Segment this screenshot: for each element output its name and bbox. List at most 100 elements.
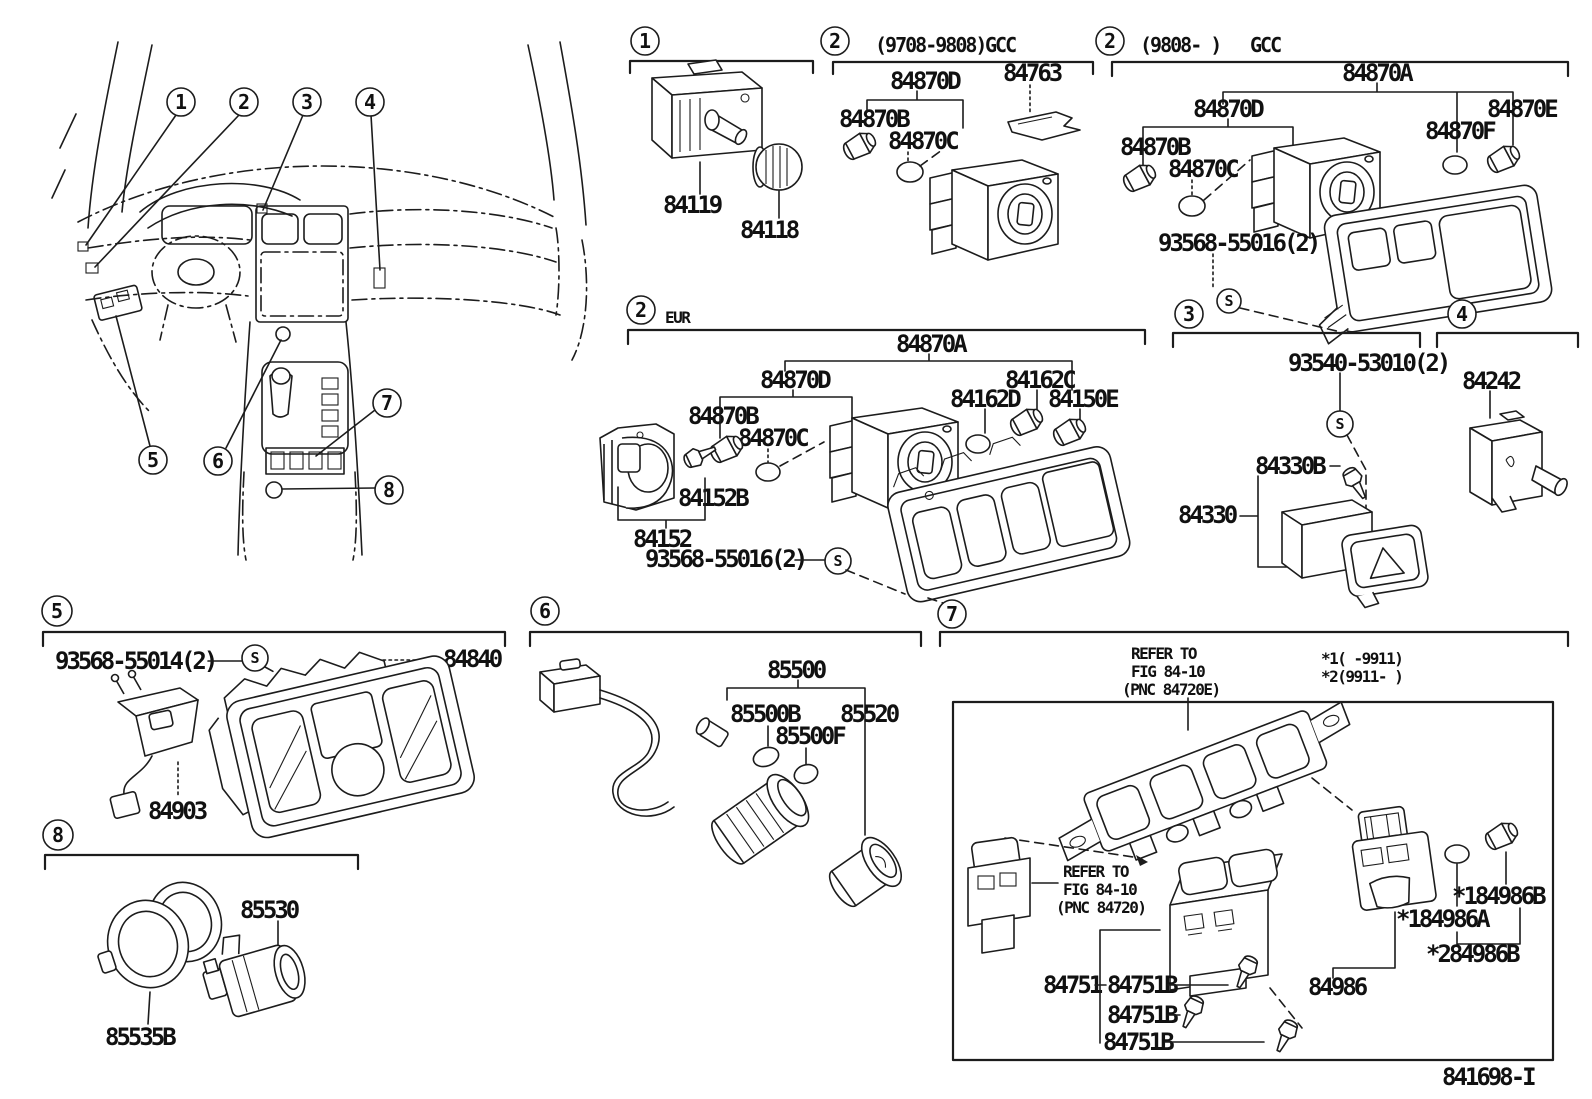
callout-2-label: 2 [238, 90, 250, 114]
bezel-84870A-gcc [1318, 184, 1553, 345]
dashboard-locator: 1 2 3 4 5 6 7 8 [51, 41, 588, 561]
switch-84751 [1169, 848, 1283, 997]
mirror-switch-gcc-early [929, 159, 1059, 261]
refer-left-line1: REFER TO [1063, 862, 1129, 881]
callout-5: 5 [138, 445, 168, 475]
part-84763: 84763 [1003, 59, 1062, 87]
socket-85530 [202, 934, 306, 1018]
part-93568-55016: 93568-55016(2) [1158, 229, 1318, 257]
callout-3: 3 [292, 87, 322, 117]
section-2a-market: GCC [985, 33, 1016, 57]
part-84870D: 84870D [1193, 95, 1264, 123]
part-85500: 85500 [767, 656, 827, 684]
part-84870C: 84870C [888, 127, 958, 155]
part-93568-55014: 93568-55014(2) [55, 647, 215, 675]
part-84242: 84242 [1462, 367, 1521, 395]
section-2e-market: EUR [665, 308, 691, 327]
callout-6: 6 [203, 446, 233, 476]
socket-85520 [828, 836, 903, 908]
callout-8-label: 8 [383, 478, 395, 502]
rear-switch [967, 836, 1031, 954]
part-84986A: *184986A [1396, 905, 1491, 933]
part-84870F: 84870F [1425, 117, 1496, 145]
screw-84751B-3 [1269, 1016, 1302, 1056]
section-2b-num: 2 [1104, 29, 1116, 53]
part-84870A: 84870A [1342, 59, 1414, 87]
note-star1: *1( -9911) [1321, 649, 1402, 668]
screw-symbol-s5: S [241, 644, 269, 672]
ring-85535B [97, 881, 223, 989]
part-85520: 85520 [840, 700, 900, 728]
part-85500B: 85500B [730, 700, 801, 728]
callout-1-label: 1 [175, 90, 187, 114]
lighter-85500 [539, 658, 810, 865]
part-84162D: 84162D [950, 385, 1021, 413]
note-star2: *2(9911- ) [1321, 667, 1402, 686]
refer-left-line3: (PNC 84720) [1056, 898, 1145, 917]
part-84150E: 84150E [1048, 385, 1118, 413]
part-84870D: 84870D [760, 366, 831, 394]
hazard-switch-84330 [1281, 499, 1429, 609]
part-84118: 84118 [740, 216, 799, 244]
section-6: 6 85500 85500B 85520 85500F [528, 596, 923, 908]
svg-text:S: S [250, 649, 259, 667]
refer-top-line2: FIG 84-10 [1131, 662, 1205, 681]
section-5: 5 93568-55014(2) S 84840 84903 [41, 595, 507, 839]
callout-1: 1 [166, 87, 196, 117]
callout-8: 8 [374, 475, 404, 505]
part-84870D: 84870D [890, 67, 961, 95]
section-1: 1 84119 84118 [628, 26, 815, 244]
callout-3-label: 3 [301, 90, 313, 114]
refer-top-line3: (PNC 84720E) [1122, 680, 1220, 699]
part-84152B: 84152B [678, 484, 749, 512]
section-2b-market: GCC [1250, 33, 1281, 57]
part-84903: 84903 [148, 797, 207, 825]
screw-symbol-s3: S [1326, 410, 1354, 438]
callout-2: 2 [229, 87, 259, 117]
screw-84330B [1338, 463, 1373, 504]
part-84870A: 84870A [896, 330, 968, 358]
part-85500F: 85500F [775, 722, 846, 750]
section-7-num: 7 [946, 602, 958, 626]
section-5-num: 5 [51, 599, 63, 623]
callout-7-label: 7 [381, 391, 393, 415]
refer-top-line1: REFER TO [1131, 644, 1197, 663]
section-2a-num: 2 [829, 29, 841, 53]
part-84119: 84119 [663, 191, 722, 219]
svg-text:S: S [833, 552, 842, 570]
callout-4: 4 [355, 87, 385, 117]
bezel-84840 [208, 651, 475, 839]
section-2-eur: 2 EUR 84870A 84870D 84162C 84162D 84150E… [599, 295, 1147, 605]
part-84986B-1: *184986B [1452, 882, 1546, 910]
screw-symbol-s2e: S [824, 547, 852, 575]
section-2a-range: (9708-9808) [875, 33, 985, 57]
switch-84986 [1351, 805, 1437, 911]
part-84751B-3: 84751B [1103, 1028, 1174, 1056]
section-2-gcc-late: 2 (9808- ) GCC 84870A 84870D 84870E 8487… [1095, 26, 1570, 345]
section-3-num: 3 [1183, 302, 1195, 326]
part-84330B: 84330B [1255, 452, 1326, 480]
clip-84763 [1007, 111, 1081, 141]
relay-84119 [651, 59, 763, 159]
svg-text:S: S [1224, 292, 1233, 310]
callout-6-label: 6 [212, 449, 224, 473]
section-4: 4 84242 [1435, 299, 1580, 513]
part-84870C: 84870C [738, 424, 808, 452]
section-7: 7 REFER TO FIG 84-10 (PNC 84720E) *1( -9… [937, 599, 1570, 1062]
section-3: 3 93540-53010(2) S 84330B 84330 [1171, 299, 1451, 609]
part-84870E: 84870E [1487, 95, 1557, 123]
part-84840: 84840 [443, 645, 503, 673]
part-84986: 84986 [1308, 973, 1368, 1001]
part-85530: 85530 [240, 896, 300, 924]
part-93568-55016: 93568-55016(2) [645, 545, 805, 573]
screw-symbol-s2b: S [1216, 288, 1242, 314]
part-84152: 84152 [633, 525, 692, 553]
section-4-num: 4 [1456, 302, 1468, 326]
switch-84152 [599, 423, 675, 511]
callout-7: 7 [372, 388, 402, 418]
section-8-num: 8 [52, 823, 64, 847]
part-84330: 84330 [1178, 501, 1238, 529]
section-2-gcc-early: 2 (9708-9808) GCC 84870D 84763 84870B 84… [820, 26, 1095, 261]
